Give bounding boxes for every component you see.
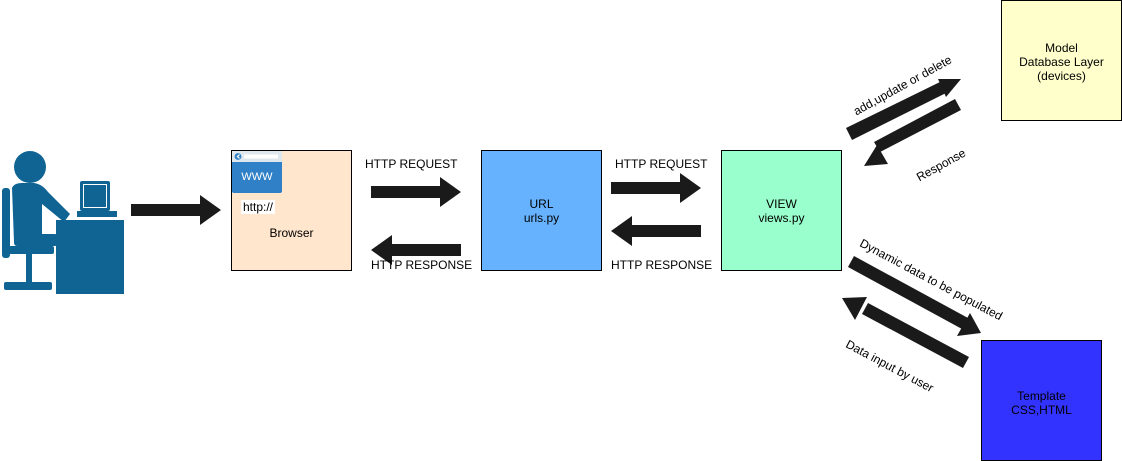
arrow-view-to-model bbox=[848, 79, 961, 134]
template-node: Template CSS,HTML bbox=[981, 340, 1102, 461]
arrow-view-to-template-shaft bbox=[848, 256, 968, 329]
template-node-title: Template bbox=[1017, 388, 1066, 403]
model-node-title: Model bbox=[1045, 41, 1078, 55]
arrow-view-to-template-head bbox=[957, 313, 981, 336]
browser-label: Browser bbox=[269, 226, 314, 240]
www-icon-text: WWW bbox=[241, 171, 273, 183]
arrow-view-to-model-shaft bbox=[846, 81, 948, 140]
model-node: Model Database Layer (devices) bbox=[1001, 0, 1122, 121]
arrow-view-to-url bbox=[611, 216, 701, 246]
edge-label-url-view-request: HTTP REQUEST bbox=[615, 157, 708, 171]
arrow-url-to-view bbox=[611, 173, 701, 203]
url-node: URL urls.py bbox=[481, 150, 602, 271]
model-node-layer: Database Layer bbox=[1019, 55, 1104, 69]
arrow-template-to-view-shaft bbox=[862, 303, 969, 368]
view-node-title: VIEW bbox=[766, 196, 797, 211]
arrow-user-to-browser bbox=[131, 195, 221, 225]
www-browser-icon: WWW bbox=[232, 151, 282, 193]
url-node-title: URL bbox=[529, 196, 554, 211]
arrow-browser-to-url bbox=[371, 177, 461, 207]
url-node-file: urls.py bbox=[523, 210, 560, 225]
arrow-model-to-view-head bbox=[864, 145, 888, 166]
edge-label-url-browser-response: HTTP RESPONSE bbox=[371, 258, 473, 272]
arrow-template-to-view-head bbox=[842, 297, 867, 320]
edge-label-view-url-response: HTTP RESPONSE bbox=[611, 258, 713, 272]
template-node-files: CSS,HTML bbox=[1011, 402, 1072, 417]
model-node-devices: (devices) bbox=[1037, 69, 1086, 83]
edge-label-browser-url-request: HTTP REQUEST bbox=[365, 157, 458, 171]
arrow-url-to-browser bbox=[371, 235, 461, 265]
browser-url-text: http:// bbox=[241, 200, 276, 214]
arrow-model-to-view-shaft bbox=[874, 99, 961, 152]
view-node: VIEW views.py bbox=[721, 150, 842, 271]
browser-node: WWW http:// Browser bbox=[231, 150, 352, 271]
view-node-file: views.py bbox=[758, 210, 805, 225]
user-at-computer-icon bbox=[2, 151, 124, 294]
